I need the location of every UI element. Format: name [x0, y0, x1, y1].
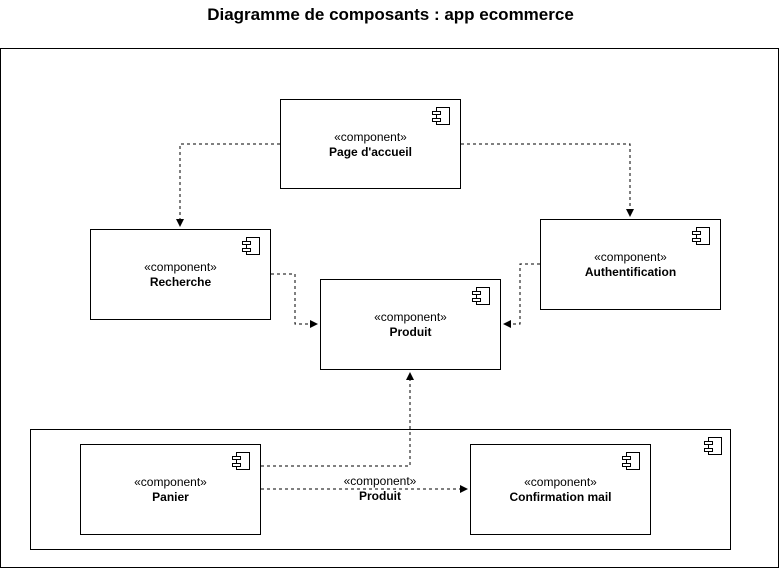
component-icon: [472, 287, 490, 305]
component-name: Produit: [389, 325, 432, 339]
edge-label-stereotype: «component»: [343, 474, 417, 488]
edge-panier-to-produit: [261, 372, 414, 467]
component-confirmation-mail[interactable]: «component» Confirmation mail: [470, 444, 651, 535]
stereotype-label: «component»: [594, 250, 667, 264]
component-icon: [232, 452, 250, 470]
component-icon: [242, 237, 260, 255]
component-authentification[interactable]: «component» Authentification: [540, 219, 721, 310]
component-name: Confirmation mail: [509, 490, 612, 504]
stereotype-label: «component»: [144, 260, 217, 274]
component-name: Recherche: [149, 275, 212, 289]
diagram-title: Diagramme de composants : app ecommerce: [207, 5, 574, 24]
component-panier[interactable]: «component» Panier: [80, 444, 261, 535]
component-name: Panier: [152, 490, 189, 504]
stereotype-label: «component»: [374, 310, 447, 324]
component-name: Page d'accueil: [329, 145, 412, 159]
edge-accueil-to-authentification: [461, 143, 634, 217]
edge-recherche-to-produit: [271, 273, 318, 328]
component-icon: [704, 437, 722, 455]
stereotype-label: «component»: [524, 475, 597, 489]
component-page-accueil[interactable]: «component» Page d'accueil: [280, 99, 461, 189]
component-recherche[interactable]: «component» Recherche: [90, 229, 271, 320]
component-name: Authentification: [584, 265, 677, 279]
edge-authentification-to-produit: [503, 263, 540, 328]
edge-accueil-to-recherche: [176, 143, 280, 227]
component-icon: [432, 107, 450, 125]
stereotype-label: «component»: [334, 130, 407, 144]
edge-label-name: Produit: [359, 489, 401, 503]
package-container[interactable]: [30, 429, 731, 550]
diagram-frame: [0, 48, 779, 568]
stereotype-label: «component»: [134, 475, 207, 489]
component-produit[interactable]: «component» Produit: [320, 279, 501, 370]
component-icon: [622, 452, 640, 470]
component-icon: [692, 227, 710, 245]
